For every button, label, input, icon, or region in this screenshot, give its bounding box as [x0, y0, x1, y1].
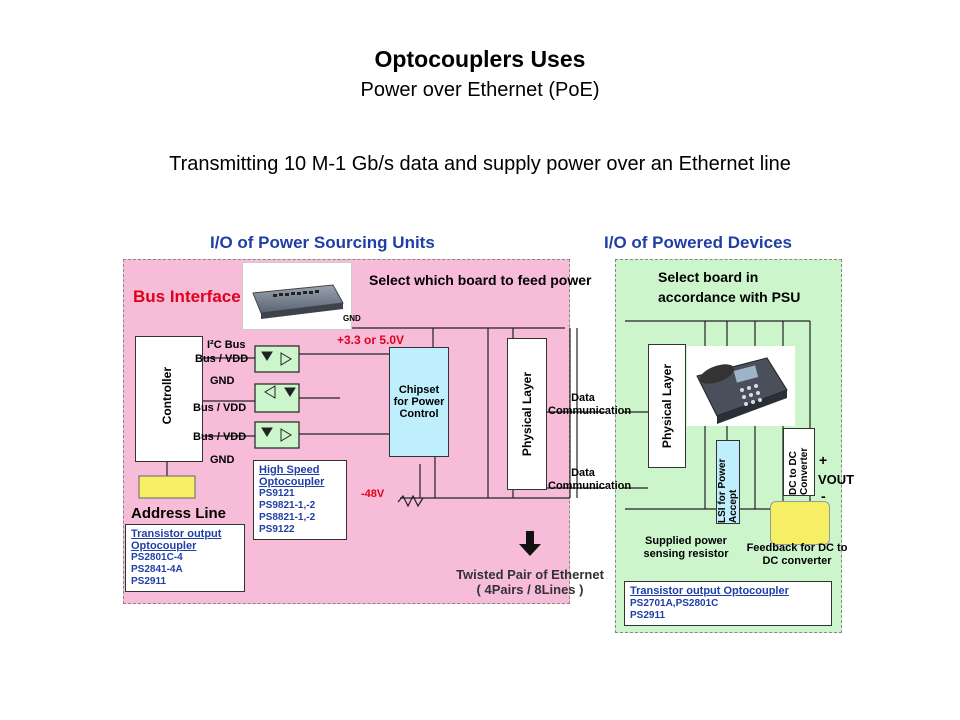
bus-vdd-label-2: Bus / VDD [193, 402, 247, 414]
part-number: PS2841-4A [131, 564, 183, 575]
part-number: PS9121 [259, 488, 295, 499]
dc-dc-converter-box: DC to DC Converter [783, 428, 815, 496]
bus-vdd-label-1: Bus / VDD [195, 353, 249, 365]
ip-phone-image [687, 346, 795, 426]
select-board-pd: Select board in accordance with PSU [658, 269, 801, 305]
transistor-optocoupler-box-pd: Transistor output Optocoupler PS2701A,PS… [624, 581, 832, 626]
high-speed-heading: High Speed Optocoupler [259, 464, 325, 488]
part-number: PS2701A,PS2801C [630, 598, 719, 609]
bus-vdd-label-3: Bus / VDD [193, 431, 247, 443]
lsi-label: LSI for Power Accept [717, 458, 739, 523]
minus-terminal: - [821, 488, 826, 504]
high-speed-optocoupler-box: High Speed Optocoupler PS9121 PS9821-1,-… [253, 460, 347, 540]
ethernet-switch-image [242, 262, 352, 330]
part-number: PS2911 [630, 610, 666, 621]
controller-label: Controller [160, 367, 174, 425]
phone-icon [696, 357, 788, 424]
data-communication-label-2: Data Communication [548, 467, 632, 492]
vout-label: VOUT [818, 472, 855, 487]
transistor-heading-pd: Transistor output Optocoupler [630, 585, 789, 597]
controller-box: Controller [135, 336, 203, 462]
chipset-box: Chipset for Power Control [389, 347, 449, 457]
pd-physical-layer-box: Physical Layer [648, 344, 686, 468]
pse-heading: I/O of Power Sourcing Units [210, 233, 435, 252]
pd-physical-layer-label: Physical Layer [660, 363, 674, 449]
feedback-optocoupler [770, 501, 830, 545]
plus-terminal: + [819, 452, 828, 468]
part-number: PS2801C-4 [131, 552, 183, 563]
slide-description: Transmitting 10 M-1 Gb/s data and supply… [169, 153, 791, 175]
part-number: PS2911 [131, 576, 167, 587]
gnd-small-label: GND [343, 314, 361, 323]
part-number: PS8821-1,-2 [259, 512, 316, 523]
bus-interface-label: Bus Interface [133, 287, 241, 306]
transistor-heading-pse: Transistor output Optocoupler [131, 528, 222, 552]
lsi-box: LSI for Power Accept [716, 440, 740, 524]
part-number: PS9122 [259, 524, 295, 535]
address-line-label: Address Line [131, 505, 227, 522]
neg-voltage-label: -48V [361, 488, 385, 500]
data-communication-label-1: Data Communication [548, 392, 632, 417]
feedback-label: Feedback for DC to DC converter [746, 542, 848, 567]
i2c-bus-label: I²C Bus [207, 339, 246, 351]
pse-physical-layer-box: Physical Layer [507, 338, 547, 490]
dc-dc-label: DC to DC Converter [788, 447, 810, 495]
gnd-label-2: GND [210, 454, 235, 466]
select-board-pse: Select which board to feed power [369, 272, 592, 288]
sensing-resistor-label: Supplied power sensing resistor [643, 535, 729, 560]
poe-diagram: I/O of Power Sourcing Units I/O of Power… [115, 226, 855, 636]
transistor-optocoupler-box-pse: Transistor output Optocoupler PS2801C-4 … [125, 524, 245, 592]
pse-physical-layer-label: Physical Layer [520, 371, 534, 457]
slide-subtitle: Power over Ethernet (PoE) [360, 79, 600, 101]
voltage-label: +3.3 or 5.0V [337, 333, 405, 347]
switch-icon [252, 284, 344, 319]
slide-title: Optocouplers Uses [374, 46, 586, 72]
pd-heading: I/O of Powered Devices [604, 233, 793, 252]
twisted-pair-label: Twisted Pair of Ethernet ( 4Pairs / 8Lin… [456, 567, 604, 597]
part-number: PS9821-1,-2 [259, 500, 316, 511]
gnd-label-1: GND [210, 375, 235, 387]
